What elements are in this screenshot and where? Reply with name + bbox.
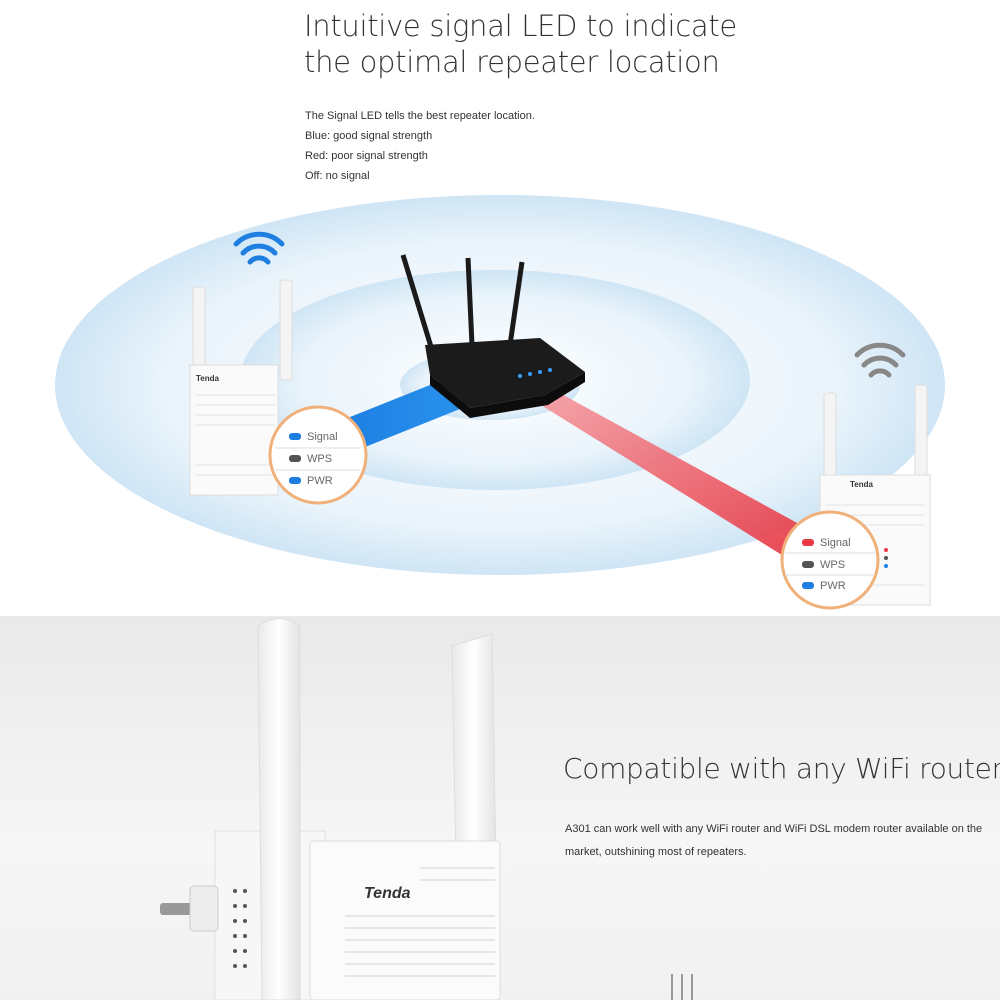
poor-signal-beam bbox=[520, 385, 810, 560]
svg-text:Tenda: Tenda bbox=[196, 374, 220, 383]
compatibility-title: Compatible with any WiFi router bbox=[563, 752, 1000, 785]
led-label-pwr-left: PWR bbox=[307, 475, 333, 487]
repeater-body: Tenda bbox=[160, 830, 501, 1000]
description-line: The Signal LED tells the best repeater l… bbox=[305, 110, 535, 122]
repeater-left: Tenda bbox=[189, 279, 293, 496]
svg-text:Tenda: Tenda bbox=[364, 885, 411, 902]
router bbox=[400, 254, 585, 418]
signal-illustration: Tenda Tenda bbox=[55, 195, 945, 610]
compatibility-description: A301 can work well with any WiFi router … bbox=[565, 823, 983, 858]
repeater-closeup: Tenda bbox=[160, 618, 693, 1000]
led-label-pwr-right: PWR bbox=[820, 580, 846, 592]
svg-text:Tenda: Tenda bbox=[850, 480, 874, 489]
section-description: The Signal LED tells the best repeater l… bbox=[305, 106, 535, 186]
compatibility-section: Tenda bbox=[0, 616, 1000, 1000]
led-label-signal-left: Signal bbox=[307, 431, 338, 443]
led-callout-good bbox=[268, 405, 368, 505]
antenna-left bbox=[257, 618, 301, 1000]
led-section: Tenda Tenda bbox=[55, 8, 945, 610]
led-callout-poor bbox=[780, 510, 880, 610]
antenna-right bbox=[451, 633, 497, 867]
led-label-wps-left: WPS bbox=[307, 453, 333, 465]
section-title: Intuitive signal LED to indicate the opt… bbox=[304, 8, 737, 80]
description-line: Blue: good signal strength bbox=[305, 130, 433, 142]
description-line: Off: no signal bbox=[305, 170, 370, 182]
title-line: the optimal repeater location bbox=[304, 45, 720, 79]
wifi-strong-icon bbox=[233, 231, 285, 265]
led-label-wps-right: WPS bbox=[820, 559, 846, 571]
wifi-weak-icon bbox=[854, 342, 906, 378]
good-signal-beam bbox=[330, 375, 470, 455]
description-line: Red: poor signal strength bbox=[305, 150, 428, 162]
router-antennas-hint bbox=[671, 974, 693, 1000]
led-label-signal-right: Signal bbox=[820, 537, 851, 549]
title-line: Intuitive signal LED to indicate bbox=[304, 9, 737, 43]
